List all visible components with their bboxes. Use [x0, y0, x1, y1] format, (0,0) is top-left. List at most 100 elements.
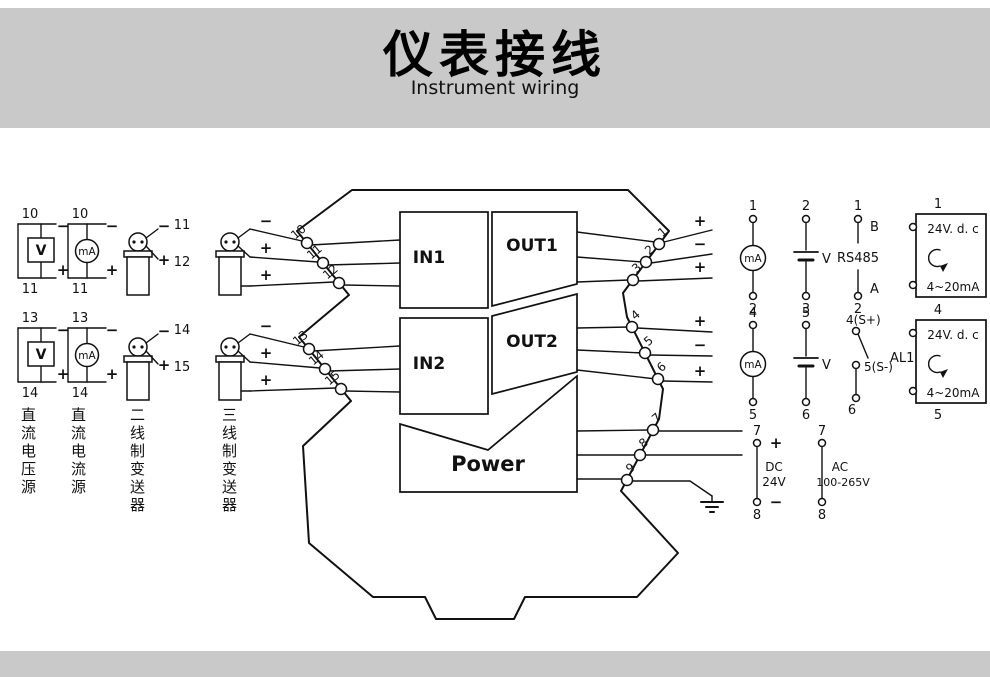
terminal-number: 7: [818, 424, 826, 439]
ac-voltage-label: 100-265V: [816, 476, 870, 489]
terminal-circle: [639, 255, 653, 269]
terminal-circle: [817, 497, 827, 507]
module-inner-wires: [310, 231, 657, 480]
loop-wires: [793, 327, 819, 400]
terminal-number: 4: [934, 303, 942, 318]
terminal-number: 10: [22, 207, 39, 222]
transmitter-body-icon: [218, 361, 242, 401]
terminal-circle: [748, 320, 758, 330]
ma-meter-label: mA: [744, 359, 762, 371]
plus-sign: +: [158, 356, 171, 374]
terminal-number: 14: [72, 386, 89, 401]
out2-polarity-signs: + − +: [694, 312, 707, 380]
voltmeter-label: V: [822, 252, 831, 267]
terminal-circle: [646, 423, 660, 437]
minus-sign: −: [694, 336, 707, 354]
plus-sign: +: [106, 261, 119, 279]
terminal-circle: [300, 236, 314, 250]
dc-power-input: 7 + DC 24V − 8: [752, 424, 787, 523]
terminal-circle: [748, 214, 758, 224]
loop-voltage-label: 24V. d. c: [927, 222, 978, 236]
loop-arrowhead: [940, 263, 948, 272]
terminal-circle: [316, 256, 330, 270]
terminal-circle: [748, 397, 758, 407]
voltage-symbol-label: V: [36, 243, 47, 259]
loop-power-box-1: 1 24V. d. c 4~20mA: [908, 197, 987, 298]
terminal-circle: [652, 237, 666, 251]
loop-arrow-icon: [927, 248, 941, 268]
loop-box: [915, 319, 987, 404]
terminal-circle: [908, 280, 918, 290]
terminal-number: 11: [22, 282, 39, 297]
rs485-port: 1 B RS485 2 A: [837, 199, 879, 317]
ac-label: AC: [832, 460, 848, 474]
terminal-number: 2: [802, 199, 810, 214]
terminal-7-label: 7: [649, 410, 664, 426]
loop-current-label: 4~20mA: [927, 280, 981, 294]
terminal-number: 12: [174, 255, 191, 270]
terminal-circle: [801, 397, 811, 407]
loop-arrowhead: [940, 369, 948, 378]
terminal-circle: [625, 320, 639, 334]
terminal-number: 1: [854, 199, 862, 214]
plus-sign: +: [770, 434, 783, 452]
terminal-circle: [851, 360, 861, 370]
terminal-number: 14: [22, 386, 39, 401]
terminal-number: 2: [854, 302, 862, 317]
out2-block: [491, 292, 578, 396]
voltage-symbol-label: V: [36, 347, 47, 363]
ma-meter-label: mA: [744, 253, 762, 265]
transmitter-flange-icon: [123, 355, 153, 363]
terminal-number: 6: [848, 403, 856, 418]
ground-icon: [700, 495, 724, 513]
header-band: 仪表接线 Instrument wiring: [0, 8, 990, 128]
page-subtitle: Instrument wiring: [410, 77, 580, 99]
terminal-number: 3: [802, 302, 810, 317]
minus-sign: −: [694, 235, 707, 253]
terminal-circle: [302, 342, 316, 356]
ma-output-2: mA 4 5: [739, 306, 767, 423]
ma-meter-icon: [739, 244, 767, 272]
terminal-circle: [620, 473, 634, 487]
plus-sign: +: [694, 312, 707, 330]
rs485-label: RS485: [837, 251, 879, 266]
transmitter-wires: [237, 333, 337, 392]
terminal-number: 15: [174, 360, 191, 375]
transmitter-head-icon: [128, 232, 148, 252]
two-wire-transmitter-1: − 11 + 12: [123, 217, 191, 296]
source-wires: [67, 327, 107, 383]
power-block: [399, 374, 578, 493]
terminal-number: 5: [802, 306, 810, 321]
source-wires: [17, 223, 57, 279]
terminal-circle: [626, 273, 640, 287]
transmitter-flange-icon: [215, 250, 245, 258]
source-wires: [17, 327, 57, 383]
source-wires: [67, 223, 107, 279]
label-three-wire-transmitter: 三线制变送器: [220, 407, 238, 515]
label-two-wire-transmitter: 二线制变送器: [128, 407, 146, 515]
ma-output-1: mA 1 2: [739, 199, 767, 317]
plus-sign: +: [694, 258, 707, 276]
plus-sign: +: [694, 362, 707, 380]
terminal-number: 1: [749, 199, 757, 214]
transmitter-stubs: [145, 228, 159, 260]
loop-current-label: 4~20mA: [927, 386, 981, 400]
terminal-number: 2: [749, 302, 757, 317]
terminal-circle: [332, 276, 346, 290]
current-symbol-label: mA: [78, 246, 96, 258]
terminal-5-label: 5: [641, 333, 656, 349]
ma-meter-icon: [739, 350, 767, 378]
terminal-circle: [318, 362, 332, 376]
transmitter-flange-icon: [123, 250, 153, 258]
terminal-number: 4: [749, 306, 757, 321]
transmitter-stubs: [145, 333, 159, 365]
minus-sign: −: [158, 322, 171, 340]
terminal-number: 1: [934, 197, 942, 212]
dc-current-source-1: mA 10 11 − +: [67, 207, 119, 297]
out1-polarity-signs: + − +: [694, 212, 707, 276]
dc-voltage-label: 24V: [762, 475, 786, 489]
terminal-circle: [801, 320, 811, 330]
switch-blade-icon: [857, 333, 869, 359]
terminal-circle: [853, 214, 863, 224]
